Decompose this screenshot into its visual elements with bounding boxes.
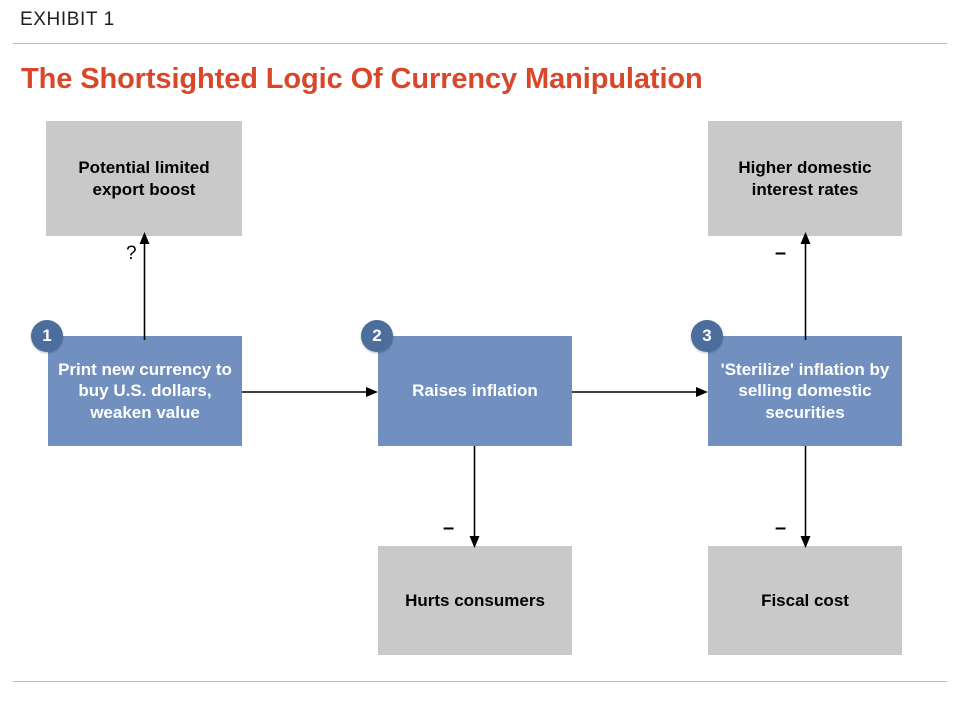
sign-export-boost: ? bbox=[126, 243, 137, 264]
step-badge-2[interactable]: 2 bbox=[361, 320, 393, 352]
step-box-1[interactable]: Print new currency to buy U.S. dollars, … bbox=[48, 336, 242, 446]
sign-fiscal-cost: – bbox=[775, 517, 787, 539]
step-label-2: Raises inflation bbox=[412, 381, 538, 401]
step-badge-1[interactable]: 1 bbox=[31, 320, 63, 352]
step-box-2[interactable]: Raises inflation bbox=[378, 336, 572, 446]
step-label-1: Print new currency to buy U.S. dollars, … bbox=[58, 359, 232, 422]
header-divider bbox=[13, 43, 947, 44]
step-box-3[interactable]: 'Sterilize' inflation by selling domesti… bbox=[708, 336, 902, 446]
connector-step1-to-export-boost bbox=[139, 232, 150, 340]
outcome-box-hurts-consumers[interactable]: Hurts consumers bbox=[378, 546, 572, 655]
outcome-label-fiscal-cost: Fiscal cost bbox=[761, 590, 849, 610]
outcome-label-hurts-consumers: Hurts consumers bbox=[405, 590, 545, 610]
outcome-label-interest-rates: Higher domestic interest rates bbox=[738, 158, 872, 199]
step-badge-1-number: 1 bbox=[42, 326, 52, 345]
step-badge-3-number: 3 bbox=[702, 326, 712, 345]
outcome-box-interest-rates[interactable]: Higher domestic interest rates bbox=[708, 121, 902, 236]
connector-step2-to-hurts-consumers bbox=[469, 446, 480, 548]
page-title: The Shortsighted Logic Of Currency Manip… bbox=[21, 63, 703, 95]
exhibit-label: EXHIBIT 1 bbox=[20, 9, 115, 30]
sign-interest-rates: – bbox=[775, 242, 787, 264]
step-badge-2-number: 2 bbox=[372, 326, 382, 345]
connector-step3-to-interest-rates bbox=[800, 232, 811, 340]
outcome-box-fiscal-cost[interactable]: Fiscal cost bbox=[708, 546, 902, 655]
outcome-box-export-boost[interactable]: Potential limited export boost bbox=[46, 121, 242, 236]
footer-divider bbox=[13, 681, 947, 682]
outcome-label-export-boost: Potential limited export boost bbox=[78, 158, 210, 199]
connector-step3-to-fiscal-cost bbox=[800, 446, 811, 548]
connector-step2-to-step3 bbox=[572, 387, 708, 397]
step-label-3: 'Sterilize' inflation by selling domesti… bbox=[720, 359, 890, 422]
sign-hurts-consumers: – bbox=[443, 517, 455, 539]
connector-step1-to-step2 bbox=[242, 387, 378, 397]
step-badge-3[interactable]: 3 bbox=[691, 320, 723, 352]
